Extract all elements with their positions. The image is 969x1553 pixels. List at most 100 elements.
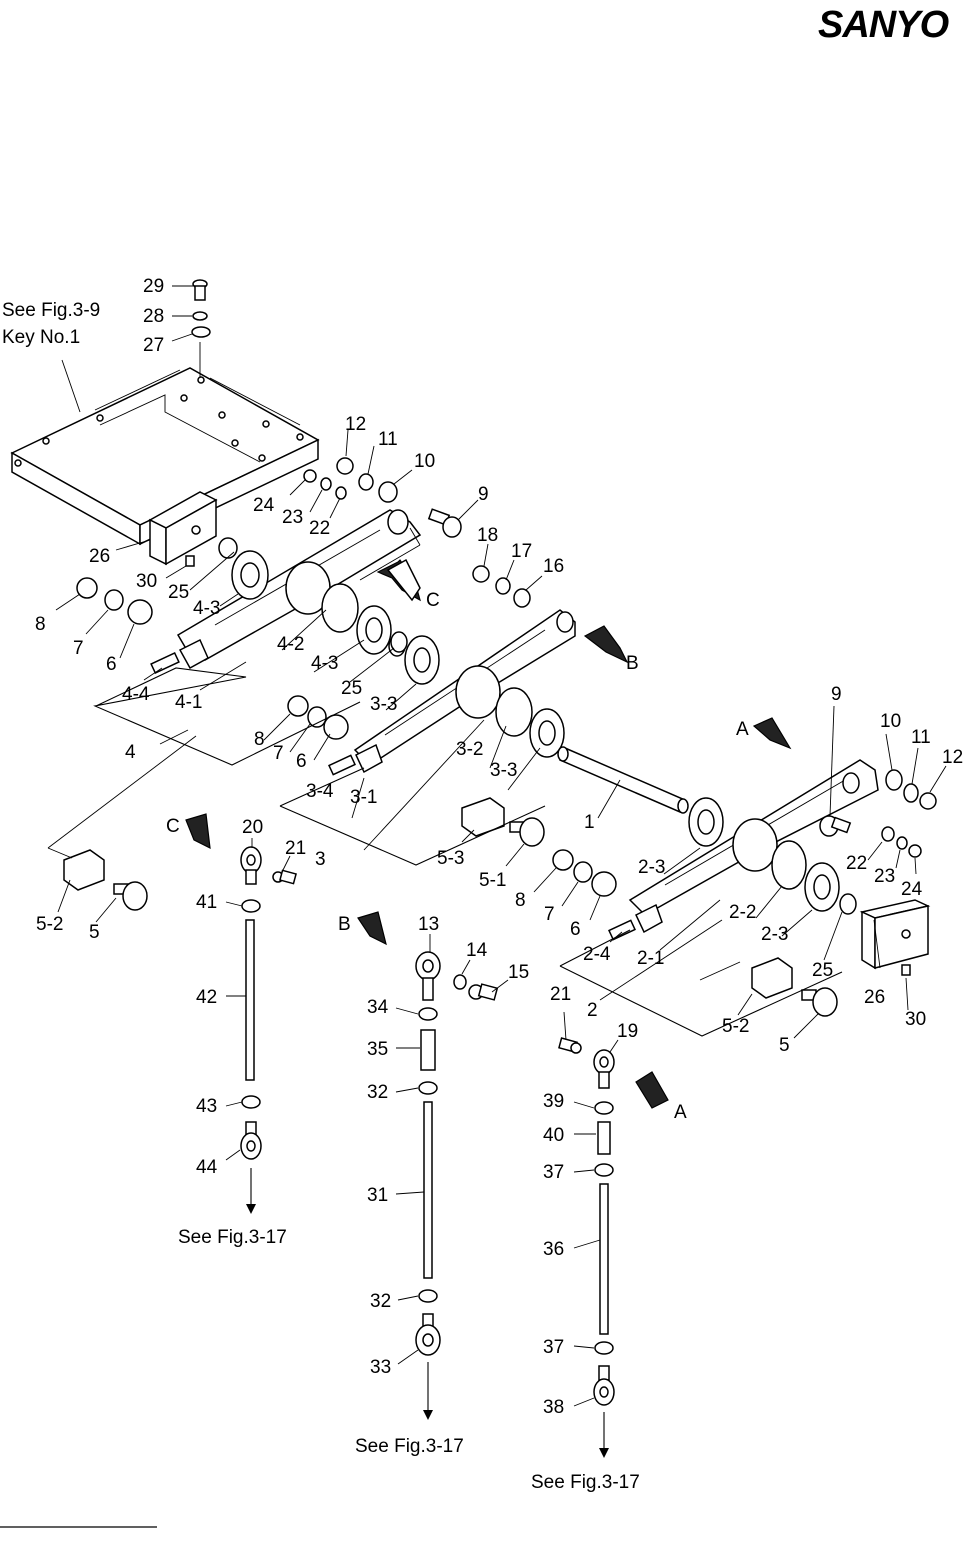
washer-28 — [192, 311, 208, 321]
roller-5-left — [113, 881, 148, 911]
rod-36 — [599, 1183, 609, 1335]
washer-22-right — [881, 826, 895, 842]
washer-6-mid — [323, 714, 349, 740]
view-arrow-b-upper — [583, 625, 629, 664]
callout-3-3-lower: 3-3 — [490, 760, 517, 781]
callout-8-upper: 8 — [35, 614, 46, 635]
washer-25-right — [839, 893, 857, 915]
callout-17: 17 — [511, 541, 532, 562]
nut-37-lower — [594, 1341, 614, 1355]
callout-9-right: 9 — [831, 684, 842, 705]
callout-9-upper: 9 — [478, 484, 489, 505]
washer-23-upper — [320, 477, 332, 491]
callout-22-right: 22 — [846, 853, 867, 874]
arm-assembly-2 — [608, 759, 879, 941]
callout-2: 2 — [587, 1000, 598, 1021]
callout-4-4: 4-4 — [122, 684, 150, 705]
callout-26-upper: 26 — [89, 546, 110, 567]
bracket-5-3 — [461, 797, 505, 837]
callout-30-lower: 30 — [905, 1009, 926, 1030]
ref-see-fig-3-9: See Fig.3-9 — [2, 300, 100, 321]
roller-5-right — [801, 987, 838, 1017]
screw-21-right — [558, 1037, 582, 1054]
view-arrow-c-upper — [376, 558, 421, 602]
callout-5-1: 5-1 — [479, 870, 506, 891]
callout-2-4: 2-4 — [583, 944, 611, 965]
coupler-40 — [597, 1121, 611, 1155]
callout-4-1: 4-1 — [175, 692, 202, 713]
callout-3-3-upper: 3-3 — [370, 694, 397, 715]
callout-1: 1 — [584, 812, 595, 833]
washer-10-upper — [378, 481, 398, 503]
ref-see-fig-3-17-mid: See Fig.3-17 — [355, 1436, 464, 1457]
callout-5-left: 5 — [89, 922, 100, 943]
callout-27: 27 — [143, 335, 164, 356]
callout-25-right: 25 — [812, 960, 833, 981]
view-arrow-a-upper — [752, 717, 792, 750]
callout-23-right: 23 — [874, 866, 895, 887]
callout-18: 18 — [477, 525, 498, 546]
arm-assembly-3 — [328, 609, 576, 776]
callout-41: 41 — [196, 892, 217, 913]
callout-4-3-upper: 4-3 — [193, 598, 220, 619]
callout-5-3: 5-3 — [437, 848, 464, 869]
nut-43 — [241, 1095, 261, 1109]
callout-33: 33 — [370, 1357, 391, 1378]
washer-11-right — [903, 783, 919, 803]
washer-25-mid — [390, 631, 408, 653]
washer-7-mid — [307, 706, 327, 728]
washer-23-right — [896, 836, 908, 850]
callout-3-1: 3-1 — [350, 787, 377, 808]
sanyo-logo: SANYO — [818, 4, 949, 46]
group-outline-3 — [279, 767, 546, 866]
view-label-b-lower: B — [338, 914, 351, 935]
washer-6-right — [591, 871, 617, 897]
screw-15 — [468, 983, 499, 1001]
nut-24-upper — [303, 469, 317, 483]
callout-25-upper: 25 — [168, 582, 189, 603]
nut-32-lower — [418, 1289, 438, 1303]
callout-12-right: 12 — [942, 747, 963, 768]
callout-21-right: 21 — [550, 984, 571, 1005]
nut-37-upper — [594, 1163, 614, 1177]
shaft-1 — [557, 746, 689, 814]
callout-25-mid: 25 — [341, 678, 362, 699]
callout-30-upper: 30 — [136, 571, 157, 592]
callout-2-1: 2-1 — [637, 948, 664, 969]
callout-10-right: 10 — [880, 711, 901, 732]
washer-22-upper — [335, 486, 347, 500]
callout-4-2: 4-2 — [277, 634, 304, 655]
nut-8-upper — [76, 577, 98, 599]
washer-14 — [453, 974, 467, 990]
leader-lines — [55, 429, 947, 1407]
bracket-5-2-right — [751, 957, 793, 999]
screw-21-left — [272, 869, 297, 885]
callout-3-4: 3-4 — [306, 781, 334, 802]
callout-24-right: 24 — [901, 879, 923, 900]
callout-21-left: 21 — [285, 838, 306, 859]
washer-10-right — [885, 769, 903, 791]
callout-13: 13 — [418, 914, 439, 935]
washer-11-upper — [358, 473, 374, 491]
group-outline-4 — [93, 667, 361, 766]
callout-36: 36 — [543, 1239, 564, 1260]
bolt-9-right — [819, 815, 852, 837]
nut-39 — [594, 1101, 614, 1115]
washer-6-upper — [127, 599, 153, 625]
washer-7-upper — [104, 589, 124, 611]
callout-5-2-right: 5-2 — [722, 1016, 749, 1037]
callout-7-right: 7 — [544, 904, 555, 925]
callout-15: 15 — [508, 962, 529, 983]
washer-16 — [513, 588, 531, 608]
washer-17 — [495, 577, 511, 595]
callout-24-upper: 24 — [253, 495, 275, 516]
bracket-5-2-left — [63, 849, 105, 891]
rod-31 — [423, 1101, 433, 1279]
callout-4: 4 — [125, 742, 136, 763]
callout-23-upper: 23 — [282, 507, 303, 528]
callout-20: 20 — [242, 817, 263, 838]
callout-10-upper: 10 — [414, 451, 435, 472]
ref-see-fig-3-17-left: See Fig.3-17 — [178, 1227, 287, 1248]
callout-40: 40 — [543, 1125, 564, 1146]
